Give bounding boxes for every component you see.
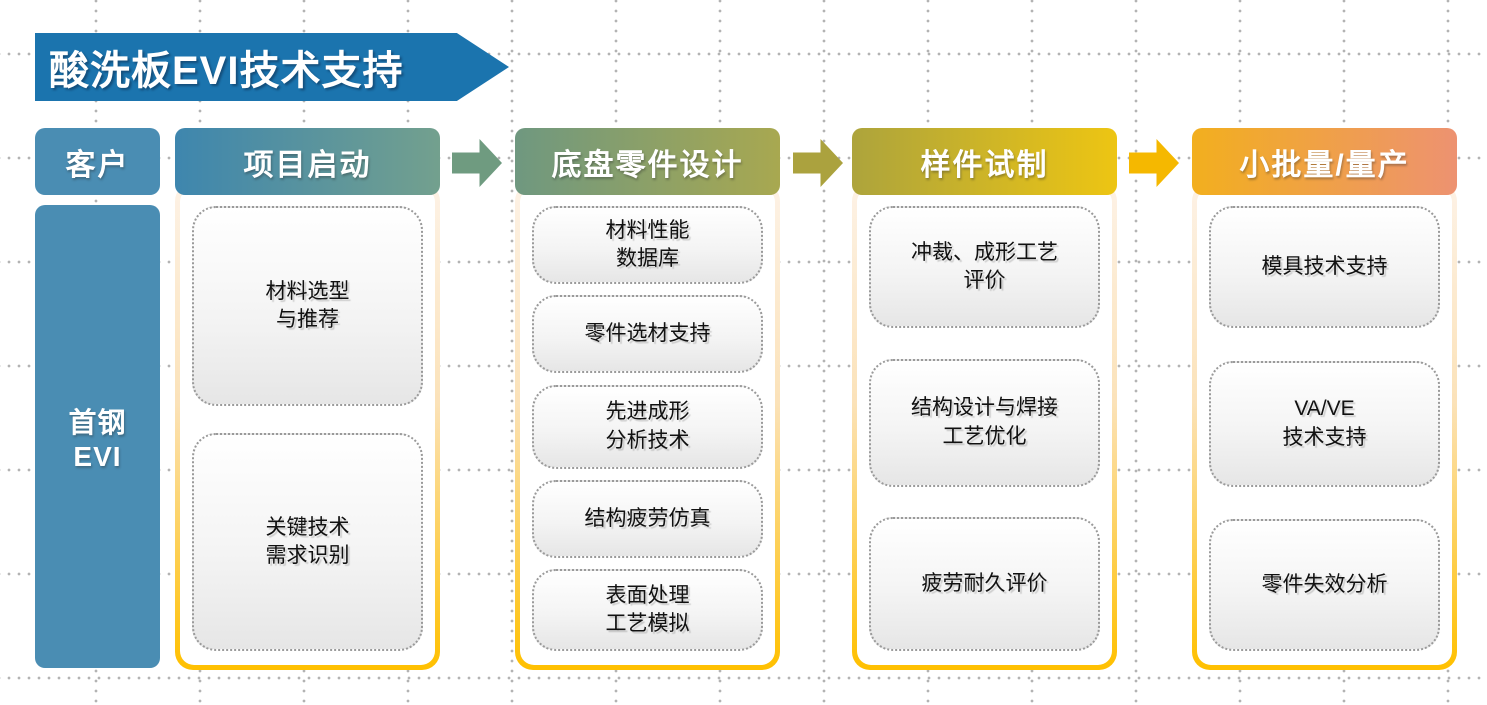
card-label: 结构疲劳仿真 — [584, 506, 711, 530]
card-material-performance-database: 材料性能 数据库 — [532, 206, 763, 284]
column-production-header-label: 小批量/量产 — [1239, 148, 1410, 182]
card-label: 材料性能 数据库 — [605, 218, 690, 270]
card-label: 疲劳耐久评价 — [921, 571, 1048, 595]
card-stamping-forming-process-evaluation: 冲裁、成形工艺 评价 — [869, 206, 1100, 328]
column-production: 小批量/量产 模具技术支持 VA/VE 技术支持 零件失效分析 — [1192, 128, 1457, 670]
card-label: 表面处理 工艺模拟 — [605, 583, 690, 635]
column-production-frame: 模具技术支持 VA/VE 技术支持 零件失效分析 — [1192, 183, 1457, 670]
column-customer-header: 客户 — [35, 128, 160, 195]
card-fatigue-durability-evaluation: 疲劳耐久评价 — [869, 517, 1100, 651]
card-material-selection-recommendation: 材料选型 与推荐 — [192, 206, 423, 406]
card-label: 冲裁、成形工艺 评价 — [911, 240, 1058, 292]
card-structural-fatigue-simulation: 结构疲劳仿真 — [532, 479, 763, 558]
card-surface-treatment-process-simulation: 表面处理 工艺模拟 — [532, 569, 763, 651]
title-banner: 酸洗板EVI技术支持 — [35, 33, 509, 101]
column-project-start-header: 项目启动 — [175, 128, 440, 195]
column-customer: 客户 首钢 EVI — [35, 128, 160, 668]
column-chassis-parts-design-frame: 材料性能 数据库 零件选材支持 先进成形 分析技术 结构疲劳仿真 表面处理 工艺… — [515, 183, 780, 670]
card-part-failure-analysis: 零件失效分析 — [1209, 519, 1440, 651]
column-project-start: 项目启动 材料选型 与推荐 关键技术 需求识别 — [175, 128, 440, 670]
column-chassis-parts-design: 底盘零件设计 材料性能 数据库 零件选材支持 先进成形 分析技术 结构疲劳仿真 … — [515, 128, 780, 670]
column-project-start-header-label: 项目启动 — [243, 148, 372, 182]
right-arrow-icon — [1129, 139, 1179, 187]
card-label: 材料选型 与推荐 — [265, 279, 350, 331]
column-production-header: 小批量/量产 — [1192, 128, 1457, 195]
card-advanced-forming-analysis-technology: 先进成形 分析技术 — [532, 384, 763, 469]
card-va-ve-technical-support: VA/VE 技术支持 — [1209, 360, 1440, 487]
card-label: 模具技术支持 — [1261, 254, 1388, 278]
card-label: 关键技术 需求识别 — [265, 515, 350, 567]
column-project-start-frame: 材料选型 与推荐 关键技术 需求识别 — [175, 183, 440, 670]
right-arrow-icon — [452, 139, 502, 187]
card-key-technology-needs-identification: 关键技术 需求识别 — [192, 433, 423, 651]
card-label: VA/VE 技术支持 — [1282, 397, 1367, 449]
customer-entity-label: 首钢 EVI — [68, 406, 127, 472]
card-structure-design-welding-process-optimization: 结构设计与焊接 工艺优化 — [869, 358, 1100, 487]
column-sample-trial: 样件试制 冲裁、成形工艺 评价 结构设计与焊接 工艺优化 疲劳耐久评价 — [852, 128, 1117, 670]
card-label: 结构设计与焊接 工艺优化 — [911, 396, 1058, 448]
column-sample-trial-header-label: 样件试制 — [920, 148, 1049, 182]
column-chassis-parts-design-header: 底盘零件设计 — [515, 128, 780, 195]
card-part-material-selection-support: 零件选材支持 — [532, 295, 763, 374]
column-chassis-parts-design-header-label: 底盘零件设计 — [551, 148, 744, 182]
column-sample-trial-header: 样件试制 — [852, 128, 1117, 195]
right-arrow-icon — [793, 139, 843, 187]
card-label: 零件失效分析 — [1261, 572, 1388, 596]
column-sample-trial-frame: 冲裁、成形工艺 评价 结构设计与焊接 工艺优化 疲劳耐久评价 — [852, 183, 1117, 670]
page-title: 酸洗板EVI技术支持 — [49, 49, 404, 93]
column-customer-header-label: 客户 — [65, 148, 130, 182]
customer-entity-box: 首钢 EVI — [35, 205, 160, 668]
card-label: 先进成形 分析技术 — [605, 400, 690, 452]
card-label: 零件选材支持 — [584, 322, 711, 346]
card-die-technical-support: 模具技术支持 — [1209, 206, 1440, 328]
